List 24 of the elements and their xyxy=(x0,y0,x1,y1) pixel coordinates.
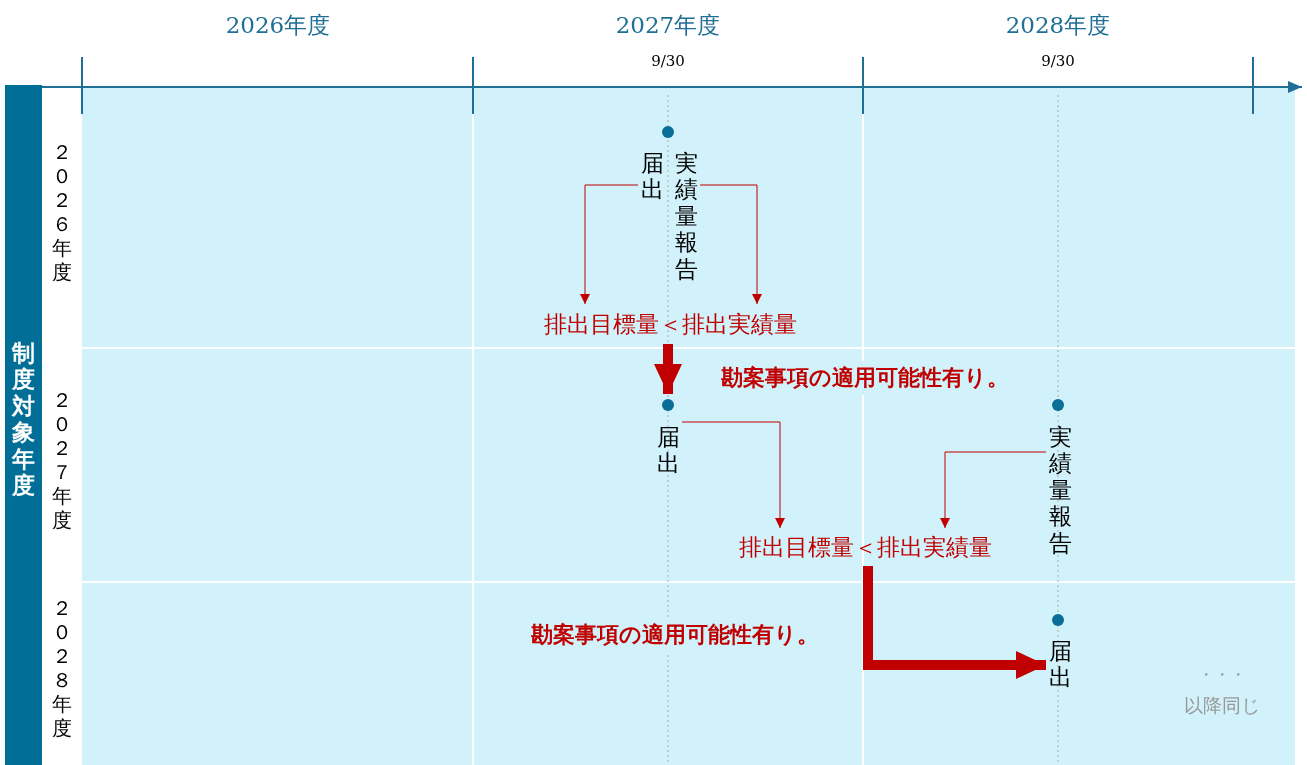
arrow xyxy=(580,184,639,305)
milestone-label: 届出 xyxy=(638,150,666,210)
year-heading: 2028年度 xyxy=(1004,10,1112,40)
condition-label: 排出目標量＜排出実績量 xyxy=(505,304,835,344)
category-bar: 制度対象年度 xyxy=(5,85,42,765)
date-label: 9/30 xyxy=(1040,51,1076,72)
note: 以降同じ xyxy=(1183,693,1261,718)
ellipsis: ・・・ xyxy=(1197,663,1247,686)
row-heading: ２０２６年度 xyxy=(51,140,73,286)
arrow xyxy=(654,344,682,394)
milestone-label: 実績量報告 xyxy=(672,150,700,296)
condition-label: 排出目標量＜排出実績量 xyxy=(700,528,1030,566)
arrow xyxy=(699,184,762,305)
date-label: 9/30 xyxy=(650,51,686,72)
arrow xyxy=(681,421,785,529)
milestone-label: 届出 xyxy=(1046,638,1074,698)
year-heading: 2026年度 xyxy=(224,10,332,40)
milestone-label: 届出 xyxy=(654,394,682,484)
year-heading: 2027年度 xyxy=(614,10,722,40)
milestone-label: 実績量報告 xyxy=(1046,424,1074,568)
arrow xyxy=(863,566,1046,679)
row-heading: ２０２８年度 xyxy=(51,596,73,742)
row-heading: ２０２７年度 xyxy=(51,388,73,534)
arrow xyxy=(940,451,1047,529)
